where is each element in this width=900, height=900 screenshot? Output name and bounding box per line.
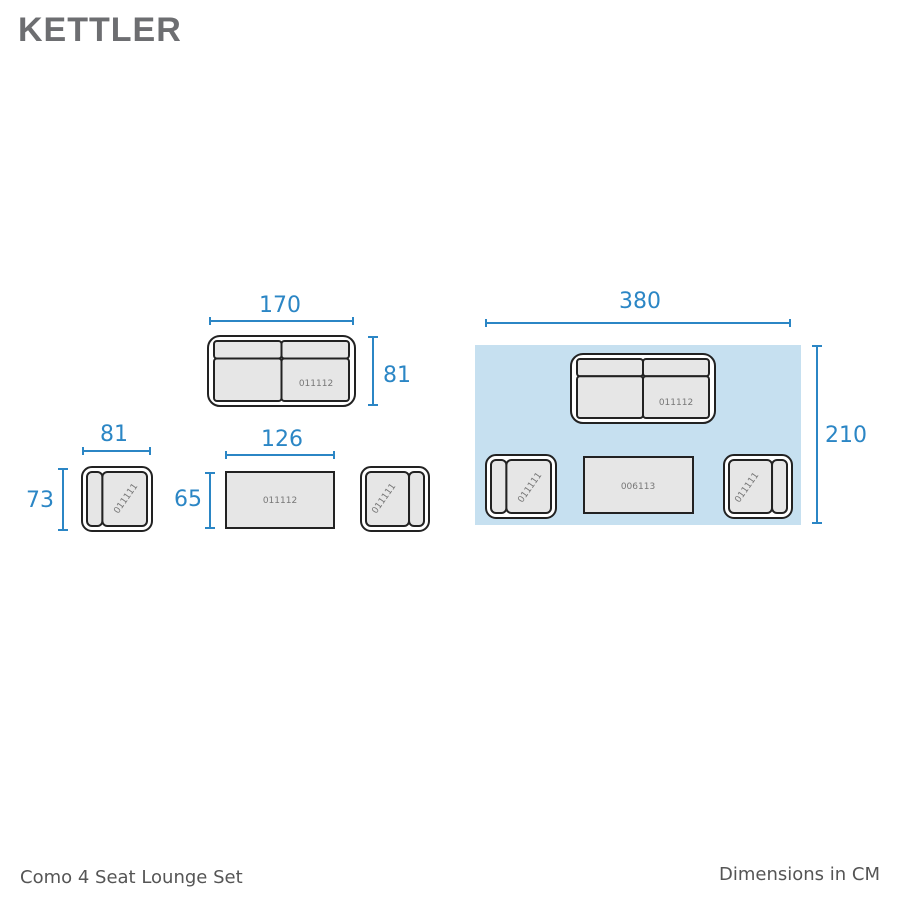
chair-depth-line xyxy=(58,468,68,531)
sofa-back-cushion xyxy=(213,340,283,360)
table-code: 011112 xyxy=(263,496,297,506)
sofa-seat-cushion xyxy=(213,357,283,402)
layout-sofa-seat-cushion xyxy=(576,375,644,419)
chair-left-seat-cushion xyxy=(101,471,148,527)
layout-width-label: 380 xyxy=(619,289,661,314)
table-width-line xyxy=(225,451,335,459)
brand-logo: KETTLER xyxy=(18,11,182,49)
layout-chair-left-arm-cushion xyxy=(490,459,508,514)
table-width-label: 126 xyxy=(261,427,303,452)
table-depth-label: 65 xyxy=(174,487,202,512)
product-name: Como 4 Seat Lounge Set xyxy=(20,867,243,888)
layout-chair-right-arm-cushion xyxy=(771,459,788,514)
table-depth-line xyxy=(205,472,215,529)
sofa-width-label: 170 xyxy=(259,293,301,318)
chair-depth-label: 73 xyxy=(26,488,54,513)
sofa-width-line xyxy=(209,317,354,325)
layout-width-line xyxy=(485,319,791,327)
layout-sofa-seat-cushion xyxy=(642,375,710,419)
chair-right-arm-cushion xyxy=(408,471,426,527)
layout-sofa-code: 011112 xyxy=(659,398,693,408)
sofa-back-cushion xyxy=(280,340,350,360)
layout-chair-left-seat-cushion xyxy=(505,459,552,514)
chair-width-line xyxy=(82,447,151,455)
coffee-table xyxy=(225,471,335,529)
layout-sofa-back-cushion xyxy=(642,358,710,378)
layout-depth-label: 210 xyxy=(825,423,867,448)
layout-sofa-back-cushion xyxy=(576,358,644,378)
sofa-code: 011112 xyxy=(299,379,333,389)
layout-table-code: 006113 xyxy=(621,482,655,492)
layout-depth-line xyxy=(812,345,822,524)
sofa-depth-label: 81 xyxy=(383,363,411,388)
layout-coffee-table xyxy=(583,456,694,514)
sofa-depth-line xyxy=(368,336,378,406)
chair-width-label: 81 xyxy=(100,422,128,447)
chair-left-arm-cushion xyxy=(86,471,104,527)
units-note: Dimensions in CM xyxy=(719,864,880,885)
sofa-seat-cushion xyxy=(280,357,350,402)
